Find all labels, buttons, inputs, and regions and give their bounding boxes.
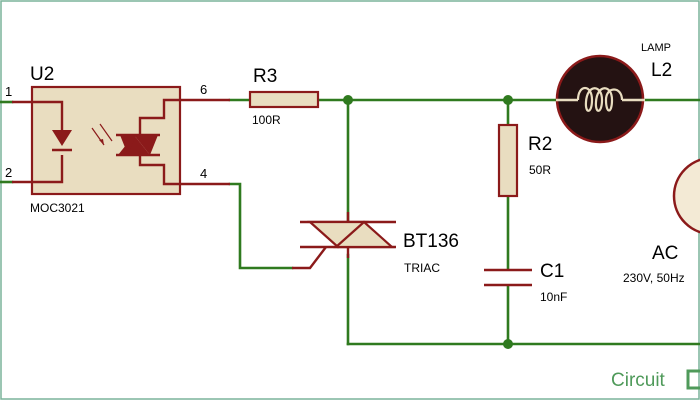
triac-type-label: TRIAC (404, 261, 440, 275)
lamp-l2 (555, 54, 645, 144)
triac-part-label: BT136 (403, 231, 459, 252)
diac-wire-top (138, 98, 180, 135)
optocoupler-u2 (12, 85, 230, 196)
ac-value-label: 230V, 50Hz (623, 271, 685, 285)
lamp-filament-icon (576, 86, 624, 112)
diac-wire-bottom (138, 150, 180, 186)
triac-gate-lead (292, 246, 327, 270)
r2-ref-label: R2 (528, 134, 552, 155)
c1-ref-label: C1 (540, 261, 564, 282)
junction-node (343, 95, 353, 105)
led-wire-bottom (32, 155, 64, 184)
junction-node (503, 95, 513, 105)
light-arrow-head-icon (99, 139, 104, 145)
r3-value-label: 100R (252, 113, 281, 127)
triac-bt136 (292, 212, 396, 270)
pin-label-6: 6 (200, 82, 207, 97)
opto-triac-icon (120, 135, 136, 155)
resistor-r2 (497, 123, 519, 198)
circuit-digest-logo-icon (686, 369, 700, 390)
lamp-caption-label: LAMP (641, 42, 671, 54)
capacitor-c1 (484, 268, 532, 287)
lamp-ref-label: L2 (651, 60, 672, 81)
ac-source-symbol (672, 158, 700, 234)
light-arrow-icon (99, 123, 113, 142)
c1-value-label: 10nF (540, 290, 567, 304)
led-icon (52, 130, 72, 146)
logo-text: Circuit (611, 370, 666, 391)
u2-ref-label: U2 (30, 64, 54, 85)
led-wire-top (32, 100, 64, 130)
wire-pin4-gate (228, 182, 294, 270)
pin-label-2: 2 (5, 165, 12, 180)
r2-value-label: 50R (529, 163, 551, 177)
u2-part-label: MOC3021 (30, 201, 85, 215)
resistor-r3 (248, 90, 320, 109)
triac-up-triangle (333, 220, 395, 249)
pin-label-4: 4 (200, 166, 207, 181)
ac-ref-label: AC (652, 243, 678, 264)
r3-ref-label: R3 (253, 66, 277, 87)
opto-triac-icon (134, 135, 158, 155)
pin-label-1: 1 (5, 84, 12, 99)
junction-node (503, 339, 513, 349)
